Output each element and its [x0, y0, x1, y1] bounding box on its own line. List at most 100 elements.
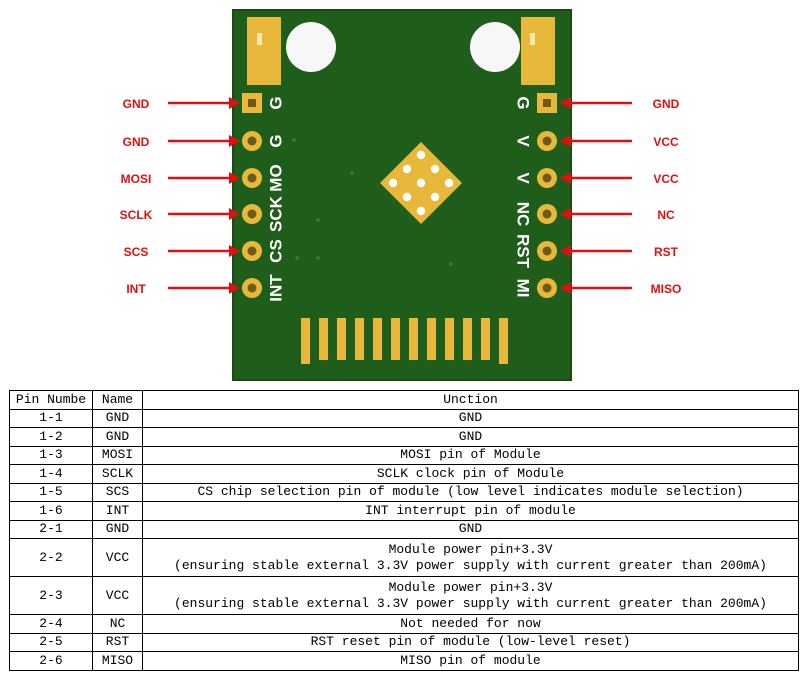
- small-via: [316, 218, 320, 222]
- pin-pad-hole: [542, 136, 552, 146]
- right-arrow-head: [560, 172, 571, 184]
- silkscreen-label: MI: [514, 279, 533, 298]
- function-text: Module power pin+3.3V: [388, 579, 553, 595]
- cell-pin-number: 1-4: [9, 464, 93, 484]
- right-pin-label: VCC: [653, 172, 679, 186]
- cell-function: Module power pin+3.3V(ensuring stable ex…: [142, 538, 799, 577]
- header-function: Unction: [142, 390, 799, 410]
- top-right-tab-marking: [530, 33, 535, 45]
- top-left-gold-tab: [247, 17, 281, 85]
- via-hole: [444, 178, 454, 188]
- cell-name: RST: [92, 632, 143, 652]
- cell-name: VCC: [92, 576, 143, 615]
- cell-name: GND: [92, 408, 143, 428]
- connector-finger: [463, 318, 472, 360]
- right-pin-label: GND: [653, 97, 680, 111]
- cell-name: INT: [92, 501, 143, 521]
- cell-function: GND: [142, 408, 799, 428]
- pin-pad-hole: [542, 283, 552, 293]
- cell-function: RST reset pin of module (low-level reset…: [142, 632, 799, 652]
- connector-finger: [373, 318, 382, 360]
- left-arrow-head: [229, 282, 240, 294]
- via-hole: [430, 192, 440, 202]
- pin-pad-hole: [542, 209, 552, 219]
- right-arrow-head: [560, 282, 571, 294]
- function-text: Module power pin+3.3V: [388, 541, 553, 557]
- cell-name: MOSI: [92, 445, 143, 465]
- left-pin-label: GND: [123, 135, 150, 149]
- connector-finger: [301, 318, 310, 364]
- cell-pin-number: 2-5: [9, 632, 93, 652]
- function-text: CS chip selection pin of module (low lev…: [197, 484, 744, 500]
- cell-function: MOSI pin of Module: [142, 445, 799, 465]
- right-arrow-head: [560, 245, 571, 257]
- pin-pad-hole: [247, 136, 257, 146]
- right-arrow-head: [560, 97, 571, 109]
- silkscreen-label: SCK: [267, 195, 286, 232]
- cell-name: VCC: [92, 538, 143, 577]
- function-text: SCLK clock pin of Module: [376, 465, 565, 481]
- mounting-hole-right: [470, 22, 520, 72]
- silkscreen-label: G: [514, 96, 533, 109]
- cell-name: SCS: [92, 482, 143, 502]
- silkscreen-label: NC: [514, 202, 533, 227]
- function-text: Not needed for now: [400, 615, 541, 631]
- small-via: [449, 262, 453, 266]
- pin-pad-hole: [543, 99, 551, 107]
- left-pin-label: GND: [123, 97, 150, 111]
- via-hole: [416, 178, 426, 188]
- silkscreen-label: G: [267, 96, 286, 109]
- pin-pad-hole: [247, 283, 257, 293]
- connector-finger: [391, 318, 400, 360]
- cell-function: GND: [142, 519, 799, 539]
- connector-finger: [355, 318, 364, 360]
- connector-finger: [337, 318, 346, 360]
- left-pin-label: SCLK: [120, 208, 153, 222]
- cell-function: Module power pin+3.3V(ensuring stable ex…: [142, 576, 799, 615]
- mounting-hole-left: [286, 22, 336, 72]
- function-text: GND: [458, 521, 483, 537]
- cell-function: CS chip selection pin of module (low lev…: [142, 482, 799, 502]
- small-via: [295, 256, 299, 260]
- pin-pad-hole: [247, 209, 257, 219]
- silkscreen-label: G: [267, 134, 286, 147]
- cell-name: GND: [92, 519, 143, 539]
- small-via: [350, 171, 354, 175]
- via-hole: [402, 164, 412, 174]
- connector-finger: [427, 318, 436, 360]
- cell-pin-number: 2-6: [9, 651, 93, 671]
- cell-pin-number: 1-1: [9, 408, 93, 428]
- pin-pad-hole: [248, 99, 256, 107]
- function-text: INT interrupt pin of module: [365, 502, 576, 518]
- cell-name: SCLK: [92, 464, 143, 484]
- left-arrow-head: [229, 97, 240, 109]
- top-right-gold-tab: [521, 17, 555, 85]
- via-hole: [416, 206, 426, 216]
- function-text: MOSI pin of Module: [400, 447, 541, 463]
- pin-pad-hole: [247, 246, 257, 256]
- header-name: Name: [92, 390, 143, 410]
- silkscreen-label: CS: [267, 239, 286, 263]
- via-hole: [430, 164, 440, 174]
- right-pin-label: NC: [657, 208, 675, 222]
- right-arrow-head: [560, 208, 571, 220]
- cell-name: GND: [92, 427, 143, 447]
- function-text: (ensuring stable external 3.3V power sup…: [174, 595, 767, 611]
- right-pin-label: RST: [654, 245, 679, 259]
- silkscreen-label: V: [514, 135, 533, 147]
- cell-name: MISO: [92, 651, 143, 671]
- left-arrow-head: [229, 172, 240, 184]
- pin-pad-hole: [542, 173, 552, 183]
- left-pin-label: SCS: [124, 245, 149, 259]
- cell-function: GND: [142, 427, 799, 447]
- cell-function: MISO pin of module: [142, 651, 799, 671]
